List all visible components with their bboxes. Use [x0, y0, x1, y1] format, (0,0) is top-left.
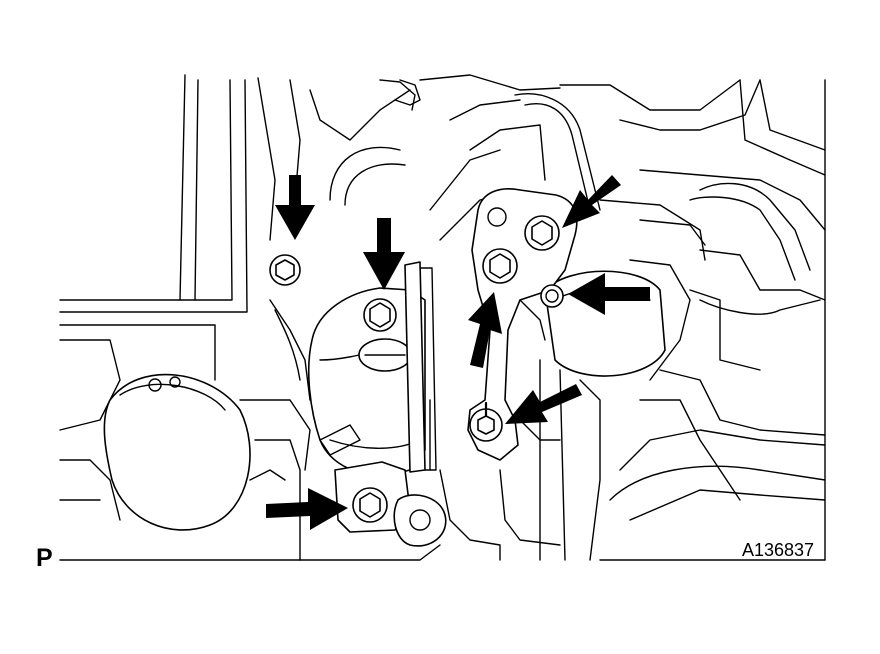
- bolt-icon: [469, 401, 503, 442]
- bolt-icon: [352, 487, 388, 523]
- arrow-icon: [568, 273, 650, 315]
- bolts: [269, 215, 564, 523]
- bolt-icon: [482, 248, 518, 284]
- arrows: [266, 175, 650, 530]
- arrow-icon: [468, 292, 502, 368]
- arrow-icon: [275, 175, 315, 240]
- arrow-icon: [363, 218, 405, 290]
- engine-bay-linework: [59, 74, 826, 561]
- bolt-icon: [524, 215, 560, 251]
- mount-strap: [404, 261, 437, 473]
- bolt-icon: [540, 284, 564, 308]
- arrow-icon: [562, 175, 621, 228]
- engine-mount-body: [307, 287, 426, 477]
- filter-canister: [103, 373, 251, 531]
- bolt-icon: [269, 254, 301, 286]
- view-label: P: [36, 544, 53, 572]
- arrow-icon: [266, 488, 348, 530]
- figure-code: A136837: [742, 540, 815, 560]
- arrow-icon: [505, 384, 582, 424]
- bolt-icon: [363, 298, 397, 332]
